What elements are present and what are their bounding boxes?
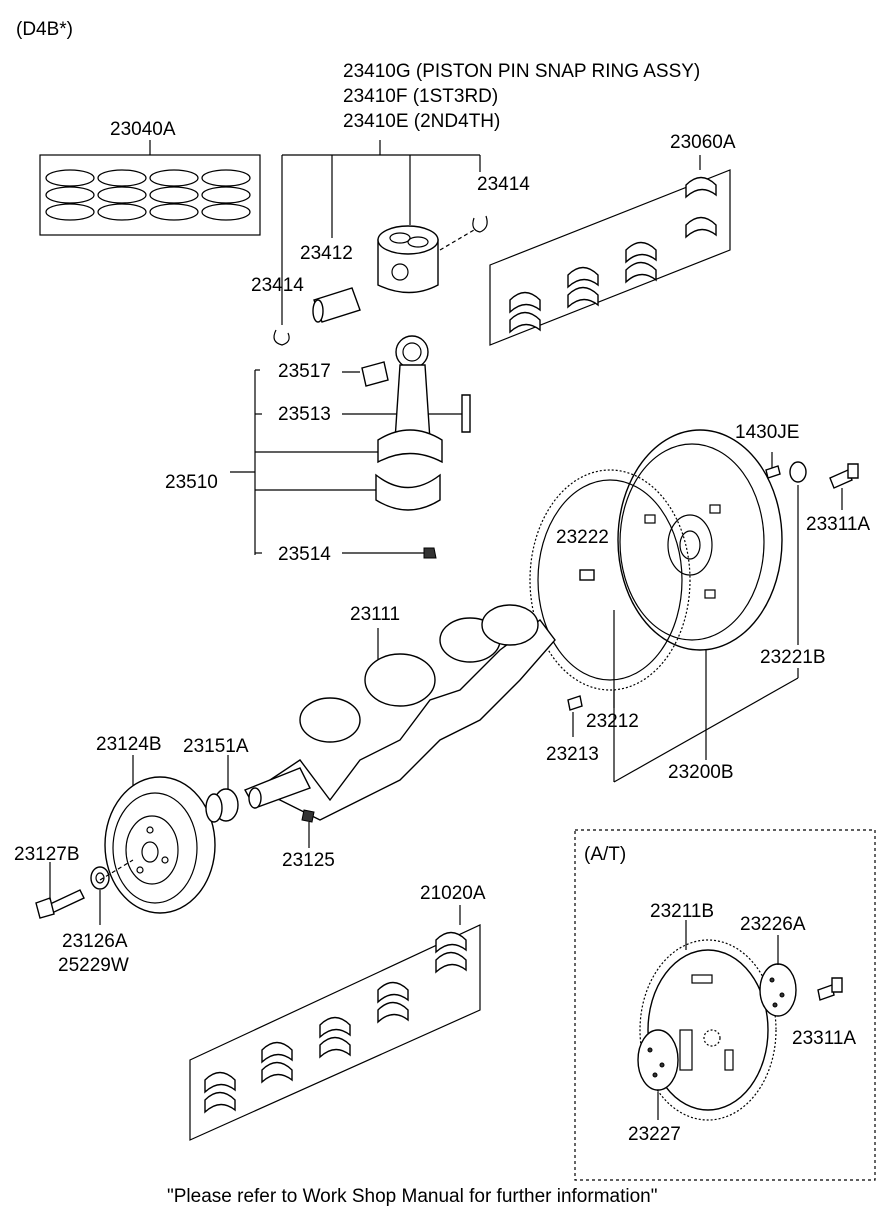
label-23226a: 23226A [740,914,806,935]
label-23211b: 23211B [650,901,715,922]
label-23227: 23227 [628,1124,681,1145]
label-23510: 23510 [165,472,218,493]
footer-note: "Please refer to Work Shop Manual for fu… [167,1186,658,1207]
label-23200b: 23200B [668,762,734,783]
piston-assembly [273,140,488,346]
label-23414-right: 23414 [477,174,530,195]
label-25229w: 25229W [58,955,129,976]
label-23111: 23111 [350,604,401,625]
crankshaft-pulley [35,755,239,925]
piston-label-line2: 23410F (1ST3RD) [343,86,499,107]
label-23513: 23513 [278,404,331,425]
label-23517: 23517 [278,361,331,382]
label-23222: 23222 [556,527,609,548]
label-23221b: 23221B [760,647,826,668]
label-23127b: 23127B [14,844,80,865]
label-23412: 23412 [300,243,353,264]
label-23151a: 23151A [183,736,249,757]
crankshaft [244,604,556,848]
label-23060a: 23060A [670,132,736,153]
flywheel-assembly [529,429,859,783]
label-23212: 23212 [586,711,639,732]
piston-label-line3: 23410E (2ND4TH) [343,111,501,132]
piston-label-line1: 23410G (PISTON PIN SNAP RING ASSY) [343,61,701,82]
label-1430je: 1430JE [735,422,800,443]
label-23040a: 23040A [110,119,176,140]
engine-code-label: (D4B*) [16,19,74,40]
main-bearing-set-lower [189,905,481,1141]
automatic-transmission-section [574,829,876,1181]
label-23126a: 23126A [62,931,128,952]
label-23213: 23213 [546,744,599,765]
label-at: (A/T) [584,844,627,865]
label-23125: 23125 [282,850,335,871]
main-bearing-set-upper [489,155,731,346]
label-21020a: 21020A [420,883,486,904]
label-23311a-top: 23311A [806,514,871,535]
label-23414-left: 23414 [251,275,304,296]
connecting-rod [230,335,471,559]
label-23124b: 23124B [96,734,162,755]
piston-rings-set [39,140,261,236]
label-23514: 23514 [278,544,331,565]
label-23311a-bottom: 23311A [792,1028,857,1049]
